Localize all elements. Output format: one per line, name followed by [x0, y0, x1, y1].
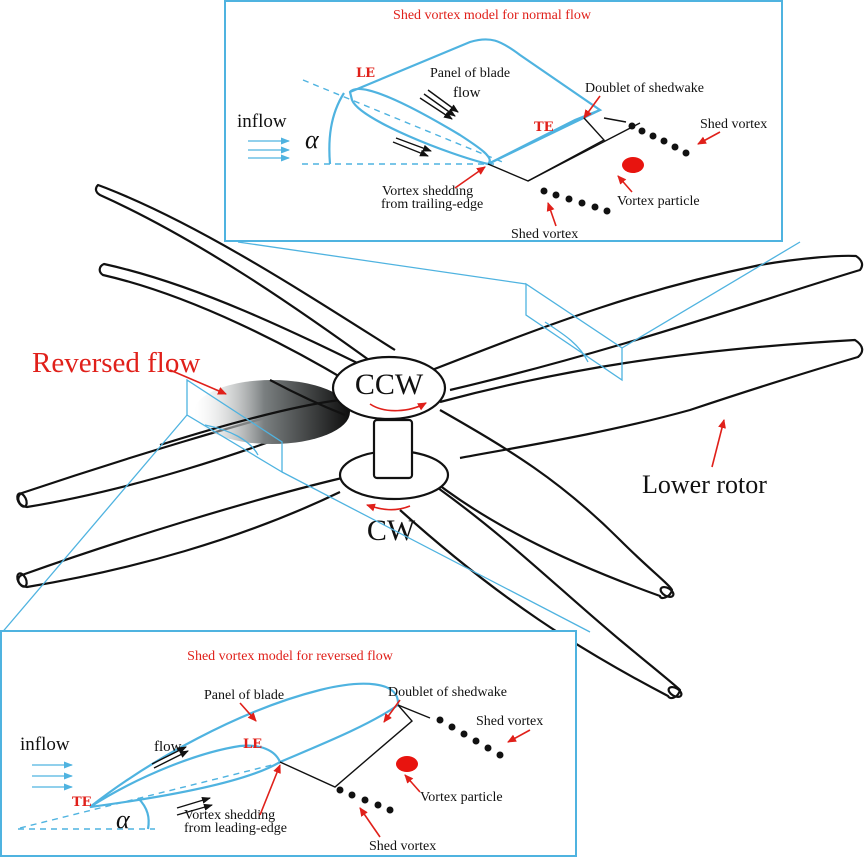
blade-panel [89, 682, 400, 808]
alpha-symbol: α [116, 805, 131, 834]
upper-blade-right [431, 254, 864, 392]
cw-label: CW [367, 514, 416, 547]
shed-vortex-bottom-label: Shed vortex [369, 839, 436, 854]
vortex-particle-label: Vortex particle [420, 790, 503, 805]
blade-tip [16, 572, 28, 588]
normal-flow-frame [224, 0, 783, 242]
shed-vortices-bottom [540, 187, 611, 215]
airfoil-section [348, 87, 491, 166]
ccw-rotation-arrow [369, 402, 427, 412]
shed-vortex-right-label: Shed vortex [476, 714, 543, 729]
blade-tip [16, 492, 28, 508]
blade-edge [159, 398, 341, 447]
normal-flow-title: Shed vortex model for normal flow [393, 8, 592, 23]
vortex-particle [622, 157, 644, 173]
lower-blade-left [17, 476, 343, 589]
blade-edge [269, 379, 346, 417]
normal-flow-inset: Shed vortex model for normal flow inflow… [224, 0, 783, 242]
shedding-label-line1: Vortex shedding [184, 808, 275, 823]
section-cut-left [0, 378, 591, 636]
inflow-label: inflow [20, 734, 70, 755]
le-label: LE [243, 737, 262, 752]
reversed-flow-title: Shed vortex model for reversed flow [187, 649, 394, 664]
blade-tip [659, 585, 675, 599]
inflow-label: inflow [237, 111, 287, 132]
panel-of-blade-label: Panel of blade [430, 66, 510, 81]
shed-vortex-right-label: Shed vortex [700, 117, 767, 132]
panel-of-blade-label: Panel of blade [204, 688, 284, 703]
shedding-label-line2: from trailing-edge [381, 197, 483, 212]
wake-sheet [487, 117, 606, 182]
upper-hub-disc [331, 355, 447, 421]
blade-tip [667, 685, 683, 699]
airfoil-section [89, 744, 282, 809]
upper-blade-upper-left [94, 183, 396, 369]
lower-blade-right [439, 338, 864, 460]
shed-vortices-right [436, 716, 504, 759]
te-label: TE [72, 795, 92, 810]
reversed-flow-label: Reversed flow [32, 347, 200, 379]
reversed-flow-arrow [169, 369, 227, 395]
blade-panel [349, 38, 603, 165]
ccw-label: CCW [355, 368, 424, 401]
section-cut-upper-right [237, 241, 801, 382]
flow-label: flow [154, 739, 182, 755]
te-label: TE [534, 120, 554, 135]
alpha-symbol: α [305, 125, 320, 154]
shedding-label-line2: from leading-edge [184, 821, 287, 836]
doublet-label: Doublet of shedwake [585, 81, 704, 96]
lower-blade-upper-left [98, 262, 393, 396]
shed-vortices-right [628, 122, 690, 157]
lower-rotor-label: Lower rotor [642, 470, 767, 499]
reversed-flow-frame [0, 630, 577, 857]
vortex-particle-label: Vortex particle [617, 194, 700, 209]
vortex-particle [396, 756, 418, 772]
flow-label: flow [453, 85, 481, 101]
shed-vortices-bottom [336, 786, 394, 814]
rotor-hub: CCW CW [331, 355, 450, 547]
doublet-label: Doublet of shedwake [388, 685, 507, 700]
cw-rotation-arrow [366, 503, 411, 512]
le-label: LE [356, 66, 375, 81]
shedding-label-line1: Vortex shedding [382, 184, 473, 199]
hub-shaft [372, 418, 414, 480]
rotor-blades [16, 183, 864, 700]
wake-sheet [279, 704, 413, 788]
reversed-flow-region [194, 380, 350, 444]
reversed-flow-inset: Shed vortex model for reversed flow infl… [0, 630, 577, 857]
lower-rotor-arrow [711, 419, 726, 468]
shed-vortex-bottom-label: Shed vortex [511, 227, 578, 242]
